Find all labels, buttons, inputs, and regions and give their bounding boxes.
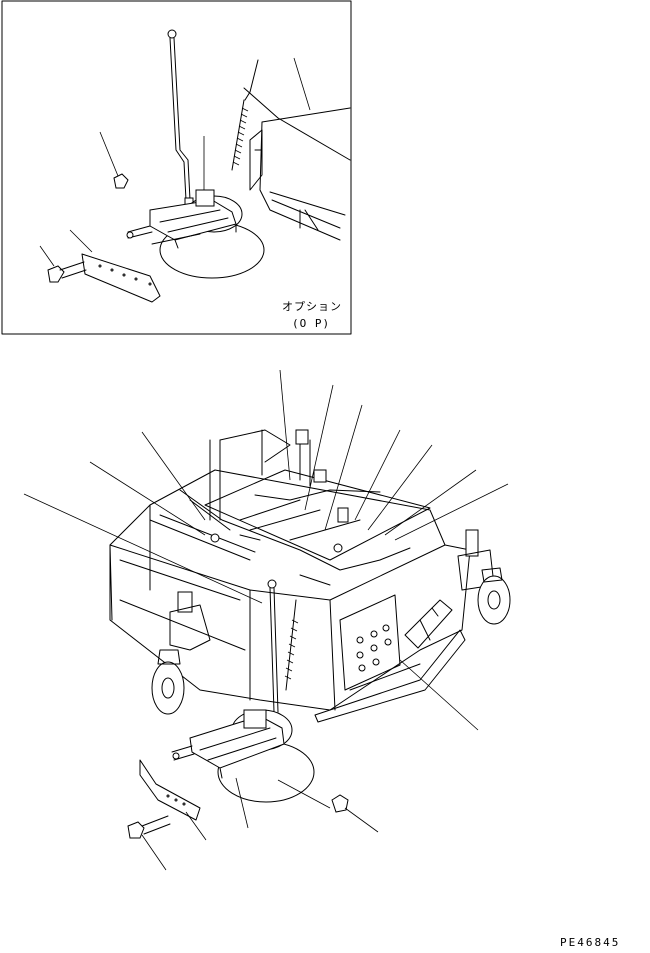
main-plate [139,759,201,821]
inset-bolt [47,261,87,283]
main-assembly [23,369,511,871]
inset-blade [249,107,351,241]
top-posts [209,429,349,523]
inset-nut [113,173,129,189]
option-code: (O P) [292,317,330,330]
main-right-bracket [404,599,453,649]
inset-plate [81,253,161,303]
main-side-plate [339,594,401,691]
main-nut [331,794,349,813]
inset-lever [167,29,194,211]
main-base [171,709,315,803]
left-caster [151,591,211,715]
right-caster [457,529,511,625]
inset-base [126,189,265,279]
link-rods [179,489,411,586]
main-bolt [127,815,171,839]
drawing-code: PE46845 [560,936,620,949]
option-label: オプション [282,300,342,313]
inset-frame [1,0,352,335]
main-lever [267,579,299,713]
inset-leaders [39,57,311,267]
inset-spring [231,59,279,171]
main-blade-body [109,469,471,723]
option-inset: オプション (O P) [1,0,352,335]
main-leaders [23,369,509,871]
